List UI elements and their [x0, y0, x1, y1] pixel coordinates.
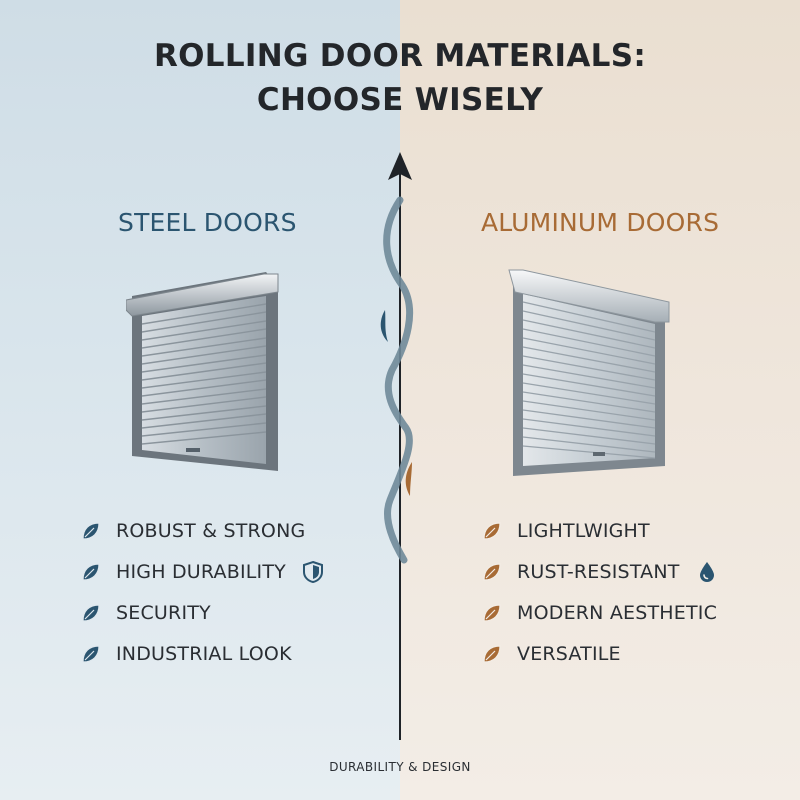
leaf-icon [483, 644, 501, 663]
page-title: ROLLING DOOR MATERIALS: CHOOSE WISELY [0, 34, 800, 122]
list-item: ROBUST & STRONG [80, 510, 324, 551]
list-item: VERSATILE [481, 633, 718, 674]
list-item: RUST-RESISTANT [481, 551, 718, 592]
feature-label: MODERN AESTHETIC [517, 601, 718, 624]
aluminum-feature-list: LIGHTLWIGHT RUST-RESISTANT MODERN AESTHE… [481, 510, 718, 674]
steel-heading: STEEL DOORS [118, 208, 297, 237]
leaf-icon [82, 521, 100, 540]
leaf-icon [82, 603, 100, 622]
feature-label: VERSATILE [517, 642, 621, 665]
feature-label: ROBUST & STRONG [116, 519, 306, 542]
feature-label: SECURITY [116, 601, 211, 624]
steel-feature-list: ROBUST & STRONG HIGH DURABILITY SECURITY… [80, 510, 324, 674]
feature-label: HIGH DURABILITY [116, 560, 286, 583]
footer-caption: DURABILITY & DESIGN [329, 760, 471, 774]
list-item: HIGH DURABILITY [80, 551, 324, 592]
aluminum-door-illustration [508, 269, 670, 476]
title-line-1: ROLLING DOOR MATERIALS: [153, 38, 647, 74]
list-item: SECURITY [80, 592, 324, 633]
title-line-2: CHOOSE WISELY [256, 82, 544, 118]
shield-icon [302, 560, 323, 583]
steel-door-illustration [126, 272, 279, 471]
aluminum-heading: ALUMINUM DOORS [481, 208, 720, 237]
leaf-icon [483, 521, 501, 540]
list-item: LIGHTLWIGHT [481, 510, 718, 551]
water-drop-icon [699, 561, 714, 582]
list-item: MODERN AESTHETIC [481, 592, 718, 633]
leaf-icon [82, 562, 100, 581]
leaf-icon [82, 644, 100, 663]
leaf-icon [483, 603, 501, 622]
feature-label: RUST-RESISTANT [517, 560, 680, 583]
list-item: INDUSTRIAL LOOK [80, 633, 324, 674]
leaf-icon [483, 562, 501, 581]
feature-label: INDUSTRIAL LOOK [116, 642, 292, 665]
feature-label: LIGHTLWIGHT [517, 519, 650, 542]
